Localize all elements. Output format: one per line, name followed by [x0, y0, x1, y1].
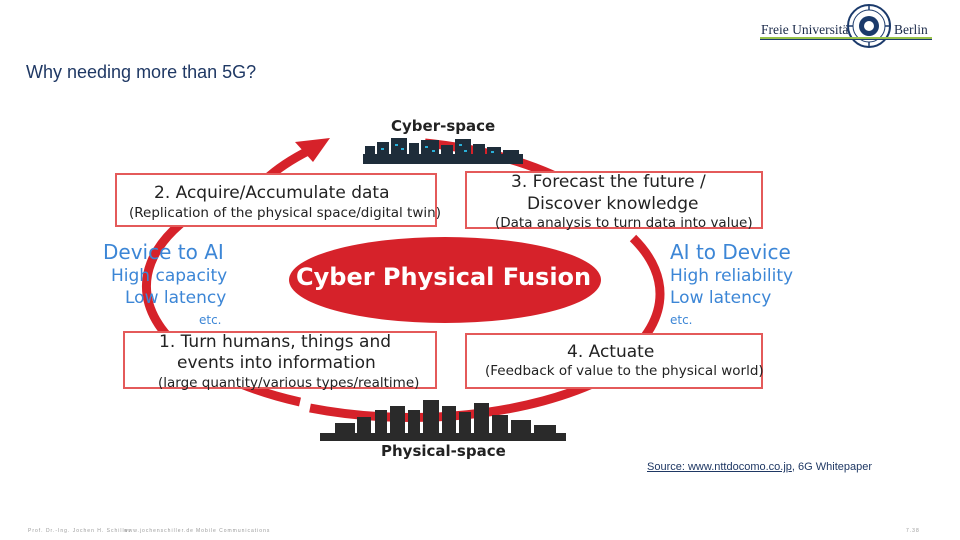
- source-link[interactable]: Source: www.nttdocomo.co.jp: [647, 461, 792, 473]
- box-turn-title-2: events into information: [177, 355, 376, 373]
- cyber-space-label: Cyber-space: [391, 119, 495, 135]
- footer-page-number: 7.38: [906, 528, 920, 534]
- box-actuate-sub: (Feedback of value to the physical world…: [485, 364, 764, 378]
- right-side-line-1: High reliability: [670, 268, 793, 286]
- footer-url: www.jochenschiller.de: [124, 528, 194, 534]
- box-acquire-title: 2. Acquire/Accumulate data: [154, 185, 390, 203]
- right-side-line-2: Low latency: [670, 290, 771, 308]
- box-forecast-title-1: 3. Forecast the future /: [511, 174, 706, 192]
- box-forecast-title-2: Discover knowledge: [527, 196, 698, 214]
- footer-author: Prof. Dr.-Ing. Jochen H. Schiller: [28, 528, 131, 534]
- left-side-line-1: High capacity: [111, 268, 227, 286]
- left-side-title: Device to AI: [103, 242, 224, 263]
- source-citation: Source: www.nttdocomo.co.jp, 6G Whitepap…: [647, 461, 872, 473]
- box-turn-sub: (large quantity/various types/realtime): [158, 376, 419, 390]
- seal-icon: [846, 3, 892, 49]
- logo-right-text: Berlin: [894, 22, 928, 38]
- university-logo: Freie Universität Berlin: [756, 2, 934, 52]
- physical-space-label: Physical-space: [381, 444, 506, 460]
- slide-title: Why needing more than 5G?: [26, 62, 256, 83]
- left-side-line-2: Low latency: [125, 290, 226, 308]
- left-side-etc: etc.: [199, 314, 222, 327]
- footer-course: Mobile Communications: [196, 528, 270, 534]
- box-acquire-sub: (Replication of the physical space/digit…: [129, 206, 441, 220]
- logo-blue-line: [760, 39, 932, 40]
- cyber-physical-diagram: Cyber-space Physical-space 2. Acquire/Ac…: [95, 110, 815, 470]
- center-label: Cyber Physical Fusion: [296, 265, 591, 290]
- source-suffix: , 6G Whitepaper: [792, 461, 872, 473]
- right-side-etc: etc.: [670, 314, 693, 327]
- right-side-title: AI to Device: [670, 242, 791, 263]
- logo-left-text: Freie Universität: [761, 22, 852, 38]
- box-turn-title-1: 1. Turn humans, things and: [159, 334, 391, 352]
- box-forecast-sub: (Data analysis to turn data into value): [495, 216, 753, 230]
- box-actuate-title: 4. Actuate: [567, 344, 654, 362]
